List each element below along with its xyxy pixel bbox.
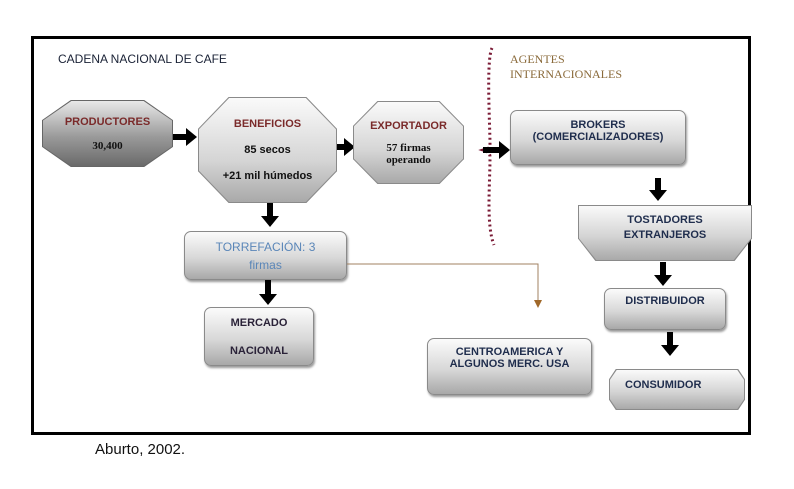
source-citation: Aburto, 2002. — [95, 441, 186, 458]
beneficios-line2: +21 mil húmedos — [222, 170, 313, 182]
brokers-node: BROKERS (COMERCIALIZADORES) — [510, 110, 686, 165]
beneficios-line1: 85 secos — [244, 144, 291, 156]
arrow-beneficios-exportador — [337, 144, 345, 150]
arrow-beneficios-torrefaccion — [267, 203, 273, 217]
mercado-line2: NACIONAL — [229, 344, 289, 357]
beneficios-label: BENEFICIOS — [233, 118, 302, 130]
arrow-head — [186, 128, 197, 146]
beneficios-node: BENEFICIOS 85 secos +21 mil húmedos — [198, 97, 337, 203]
arrow-head — [344, 138, 355, 156]
agentes-line1: AGENTES — [510, 52, 565, 66]
exportador-line1: 57 firmas — [386, 141, 431, 154]
distribuidor-label: DISTRIBUIDOR — [625, 295, 705, 307]
arrow-head — [661, 345, 679, 356]
connector-torrefaccion-centroamerica — [347, 263, 542, 308]
agentes-internacionales-label: AGENTES INTERNACIONALES — [510, 52, 622, 82]
arrow-brokers-tostadores — [655, 178, 661, 191]
productores-value: 30,400 — [92, 139, 123, 152]
centroamerica-node: CENTROAMERICA Y ALGUNOS MERC. USA — [427, 338, 592, 395]
brokers-line2: (COMERCIALIZADORES) — [532, 131, 664, 143]
arrow-distribuidor-consumidor — [667, 332, 673, 346]
torrefaccion-line2: firmas — [249, 257, 282, 272]
diagram-title: CADENA NACIONAL DE CAFE — [58, 52, 227, 66]
centroamerica-line2: ALGUNOS MERC. USA — [449, 358, 570, 370]
tostadores-line2: EXTRANJEROS — [623, 229, 707, 241]
distribuidor-node: DISTRIBUIDOR — [604, 288, 726, 330]
consumidor-label: CONSUMIDOR — [625, 379, 702, 391]
centroamerica-line1: CENTROAMERICA Y — [455, 346, 564, 358]
exportador-line2: operando — [386, 153, 431, 166]
arrow-productores-beneficios — [173, 134, 188, 140]
arrow-head — [649, 190, 667, 201]
arrow-head — [654, 275, 672, 286]
exportador-node: EXPORTADOR 57 firmas operando — [353, 101, 464, 184]
tostadores-line1: TOSTADORES — [627, 214, 703, 226]
agentes-line2: INTERNACIONALES — [510, 67, 622, 81]
arrow-head — [499, 141, 510, 159]
torrefaccion-node: TORREFACIÓN: 3 firmas — [184, 231, 347, 280]
productores-label: PRODUCTORES — [64, 115, 151, 128]
arrow-tostadores-distribuidor — [660, 262, 666, 276]
tostadores-node: TOSTADORES EXTRANJEROS — [578, 205, 752, 261]
mercado-nacional-node: MERCADO NACIONAL — [204, 307, 314, 366]
consumidor-node: CONSUMIDOR — [609, 369, 745, 410]
exportador-label: EXPORTADOR — [370, 119, 447, 132]
brokers-line1: BROKERS — [570, 119, 626, 131]
mercado-line1: MERCADO — [230, 316, 288, 329]
arrow-head — [259, 294, 277, 305]
arrow-torrefaccion-mercado — [265, 280, 271, 295]
torrefaccion-line1: TORREFACIÓN: 3 — [215, 239, 316, 254]
arrow-head — [261, 216, 279, 227]
productores-node: PRODUCTORES 30,400 — [42, 100, 173, 167]
arrow-exportador-brokers — [483, 147, 500, 153]
